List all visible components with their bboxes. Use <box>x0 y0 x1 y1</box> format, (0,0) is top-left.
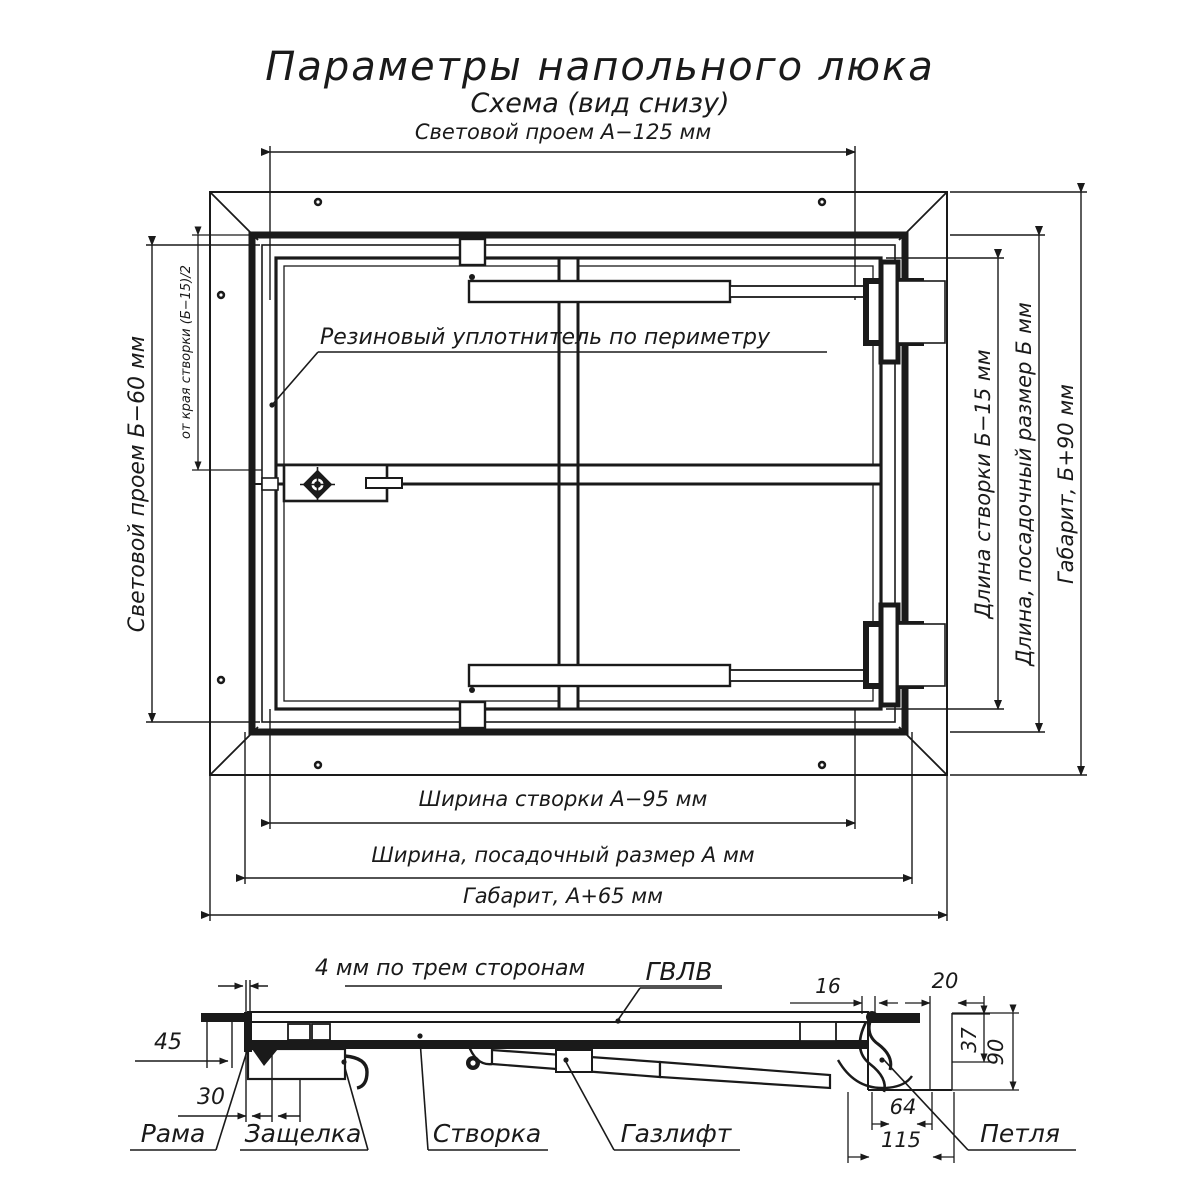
callout-frame: Рама <box>130 1047 249 1151</box>
dim-label-bottom-seat-width: Ширина, посадочный размер А мм <box>371 843 754 867</box>
dim-label-115: 115 <box>881 1128 921 1152</box>
dim-label-64: 64 <box>890 1095 917 1119</box>
frame-outer-outline <box>209 191 948 776</box>
section-view: 4 мм по трем сторонам <box>130 956 1076 1163</box>
callout-hinge: Петля <box>883 1059 1076 1151</box>
hinge-lower <box>863 602 946 708</box>
page-subtitle: Схема (вид снизу) <box>470 88 729 119</box>
callout-label-latch: Защелка <box>245 1119 362 1148</box>
leaf-panel-section <box>247 1011 869 1049</box>
dim-line-top-light-opening <box>261 146 856 300</box>
dim-label-20: 20 <box>932 969 959 993</box>
dim-label-left-light-opening: Световой проем Б−60 мм <box>125 336 150 633</box>
dim-label-gap-three-sides: 4 мм по трем сторонам <box>315 956 585 981</box>
dim-label-16: 16 <box>815 974 840 998</box>
page-title: Параметры напольного люка <box>265 44 934 90</box>
dim-label-top-light-opening: Световой проем А−125 мм <box>415 120 711 144</box>
callout-label-hinge: Петля <box>980 1119 1060 1148</box>
dim-left-light-opening: Световой проем Б−60 мм <box>125 236 260 723</box>
callout-gvlv: ГВЛВ <box>615 957 722 1024</box>
dim-label-bottom-overall: Габарит, А+65 мм <box>463 884 663 908</box>
callout-gas-lift: Газлифт <box>565 1061 740 1151</box>
callout-leaf: Створка <box>417 1033 548 1151</box>
dim-bottom-overall: Габарит, А+65 мм <box>201 775 948 921</box>
dim-bottom-seat-width: Ширина, посадочный размер А мм <box>236 732 913 884</box>
dim-115: 115 <box>847 1092 955 1163</box>
callout-label-gvlv: ГВЛВ <box>645 957 712 986</box>
callout-latch: Защелка <box>240 1067 369 1151</box>
latch-assembly <box>252 463 403 503</box>
lock-symbol-icon <box>300 467 335 502</box>
dim-label-right-overall: Габарит, Б+90 мм <box>1054 384 1078 584</box>
dim-left-edge-note: от края створки (Б−15)/2 <box>179 226 262 471</box>
dim-right-leaf-length: Длина створки Б−15 мм <box>886 249 1004 710</box>
dim-label-30: 30 <box>197 1085 225 1110</box>
annotation-seal: Резиновый уплотнитель по периметру <box>269 325 827 408</box>
dim-label-45: 45 <box>154 1030 182 1055</box>
dim-20: 20 <box>905 969 985 1090</box>
dim-label-right-leaf-length: Длина створки Б−15 мм <box>971 349 995 619</box>
dim-right-seat-length: Длина, посадочный размер Б мм <box>950 226 1045 733</box>
dim-label-37: 37 <box>957 1027 981 1053</box>
dim-90: 90 <box>952 1004 1019 1091</box>
dim-30: 30 <box>178 1052 301 1122</box>
callout-label-leaf: Створка <box>433 1119 541 1148</box>
dim-45: 45 <box>135 1015 233 1068</box>
dim-bottom-leaf-width: Ширина створки А−95 мм <box>261 709 856 829</box>
dim-64: 64 <box>871 1092 933 1130</box>
dim-label-right-seat-length: Длина, посадочный размер Б мм <box>1012 302 1036 667</box>
hinge-section <box>836 1011 953 1093</box>
annotation-seal-label: Резиновый уплотнитель по периметру <box>320 325 771 350</box>
dim-37: 37 <box>952 1005 990 1063</box>
dim-right-overall: Габарит, Б+90 мм <box>950 183 1087 776</box>
dim-label-bottom-leaf-width: Ширина створки А−95 мм <box>419 787 708 811</box>
hinge-upper <box>863 259 946 365</box>
top-view: Световой проем А−125 мм <box>125 120 1087 921</box>
frame-flange-left <box>201 1013 248 1022</box>
callout-label-frame: Рама <box>141 1119 206 1148</box>
dim-16: 16 <box>790 974 898 1014</box>
dim-label-90: 90 <box>984 1039 1008 1066</box>
frame-left-upright-section <box>244 1012 252 1052</box>
dim-label-left-edge-note: от края створки (Б−15)/2 <box>179 265 194 439</box>
callout-label-gas-lift: Газлифт <box>621 1119 733 1148</box>
gas-lift-section <box>466 1043 832 1090</box>
